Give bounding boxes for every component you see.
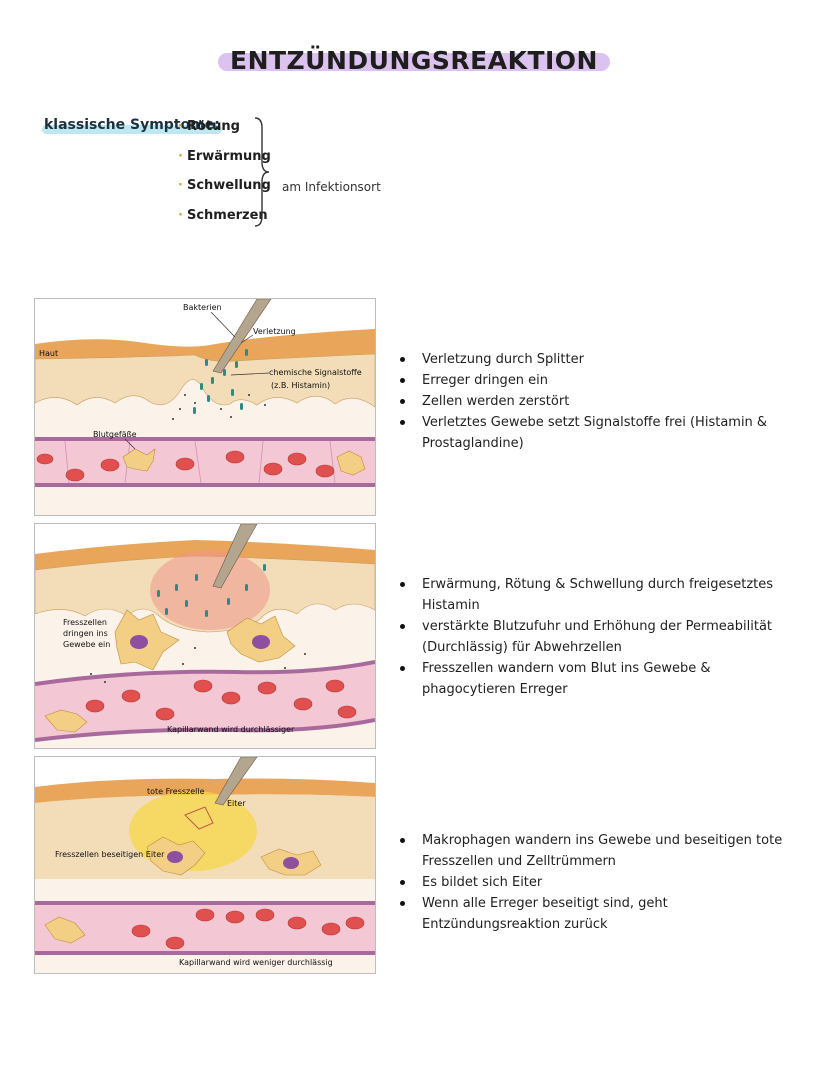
bullet-item: Zellen werden zerstört	[398, 391, 798, 412]
label-skin: Haut	[39, 349, 58, 358]
label-phagocytes-line-2: dringen ins	[63, 629, 108, 638]
bullet-item: Verletztes Gewebe setzt Signalstoffe fre…	[398, 412, 798, 454]
bullet-item: Fresszellen wandern vom Blut ins Gewebe …	[398, 658, 798, 700]
label-capillary-permeable: Kapillarwand wird durchlässiger	[167, 725, 295, 734]
label-injury: Verletzung	[253, 327, 296, 336]
bullet-item: Verletzung durch Splitter	[398, 349, 798, 370]
label-signals: chemische Signalstoffe	[269, 368, 362, 377]
label-capillary-less-permeable: Kapillarwand wird weniger durchlässig	[179, 958, 333, 967]
symptoms-note: am Infektionsort	[282, 180, 381, 194]
label-dead-phagocyte: tote Fresszelle	[147, 787, 205, 796]
symptom-item: Schmerzen	[178, 206, 271, 236]
label-phagocytes-pus: Fresszellen beseitigen Eiter	[55, 850, 165, 859]
label-signals-example: (z.B. Histamin)	[271, 381, 330, 390]
label-vessels: Blutgefäße	[93, 430, 137, 439]
bullet-item: Wenn alle Erreger beseitigt sind, geht E…	[398, 893, 798, 935]
bullet-item: Makrophagen wandern ins Gewebe und besei…	[398, 830, 798, 872]
page-title: ENTZÜNDUNGSREAKTION	[218, 44, 610, 77]
illustration-panel-pus: tote Fresszelle Eiter Fresszellen beseit…	[34, 756, 376, 974]
illustration-panel-phagocytosis: Fresszellen dringen ins Gewebe ein Kapil…	[34, 523, 376, 749]
title-area: ENTZÜNDUNGSREAKTION	[0, 44, 828, 77]
curly-brace	[254, 117, 270, 227]
bullet-item: Erwärmung, Rötung & Schwellung durch fre…	[398, 574, 798, 616]
symptoms-heading-text: klassische Symptome:	[44, 117, 220, 133]
bullet-item: verstärkte Blutzufuhr und Erhöhung der P…	[398, 616, 798, 658]
illustration-panel-injury: Bakterien Verletzung Haut chemische Sign…	[34, 298, 376, 516]
panel-1-bullets: Verletzung durch Splitter Erreger dringe…	[398, 349, 798, 454]
panel-3-bullets: Makrophagen wandern ins Gewebe und besei…	[398, 830, 798, 935]
label-pus: Eiter	[227, 799, 246, 808]
symptom-item: Rötung	[178, 117, 271, 147]
label-bacteria: Bakterien	[183, 303, 222, 312]
panel-2-bullets: Erwärmung, Rötung & Schwellung durch fre…	[398, 574, 798, 700]
bullet-item: Es bildet sich Eiter	[398, 872, 798, 893]
bullet-item: Erreger dringen ein	[398, 370, 798, 391]
label-phagocytes-line-3: Gewebe ein	[63, 640, 110, 649]
label-phagocytes-line-1: Fresszellen	[63, 618, 107, 627]
symptom-item: Schwellung	[178, 176, 271, 206]
symptoms-heading: klassische Symptome:	[44, 117, 220, 133]
symptoms-list: Rötung Erwärmung Schwellung Schmerzen	[178, 117, 271, 235]
symptom-item: Erwärmung	[178, 147, 271, 177]
